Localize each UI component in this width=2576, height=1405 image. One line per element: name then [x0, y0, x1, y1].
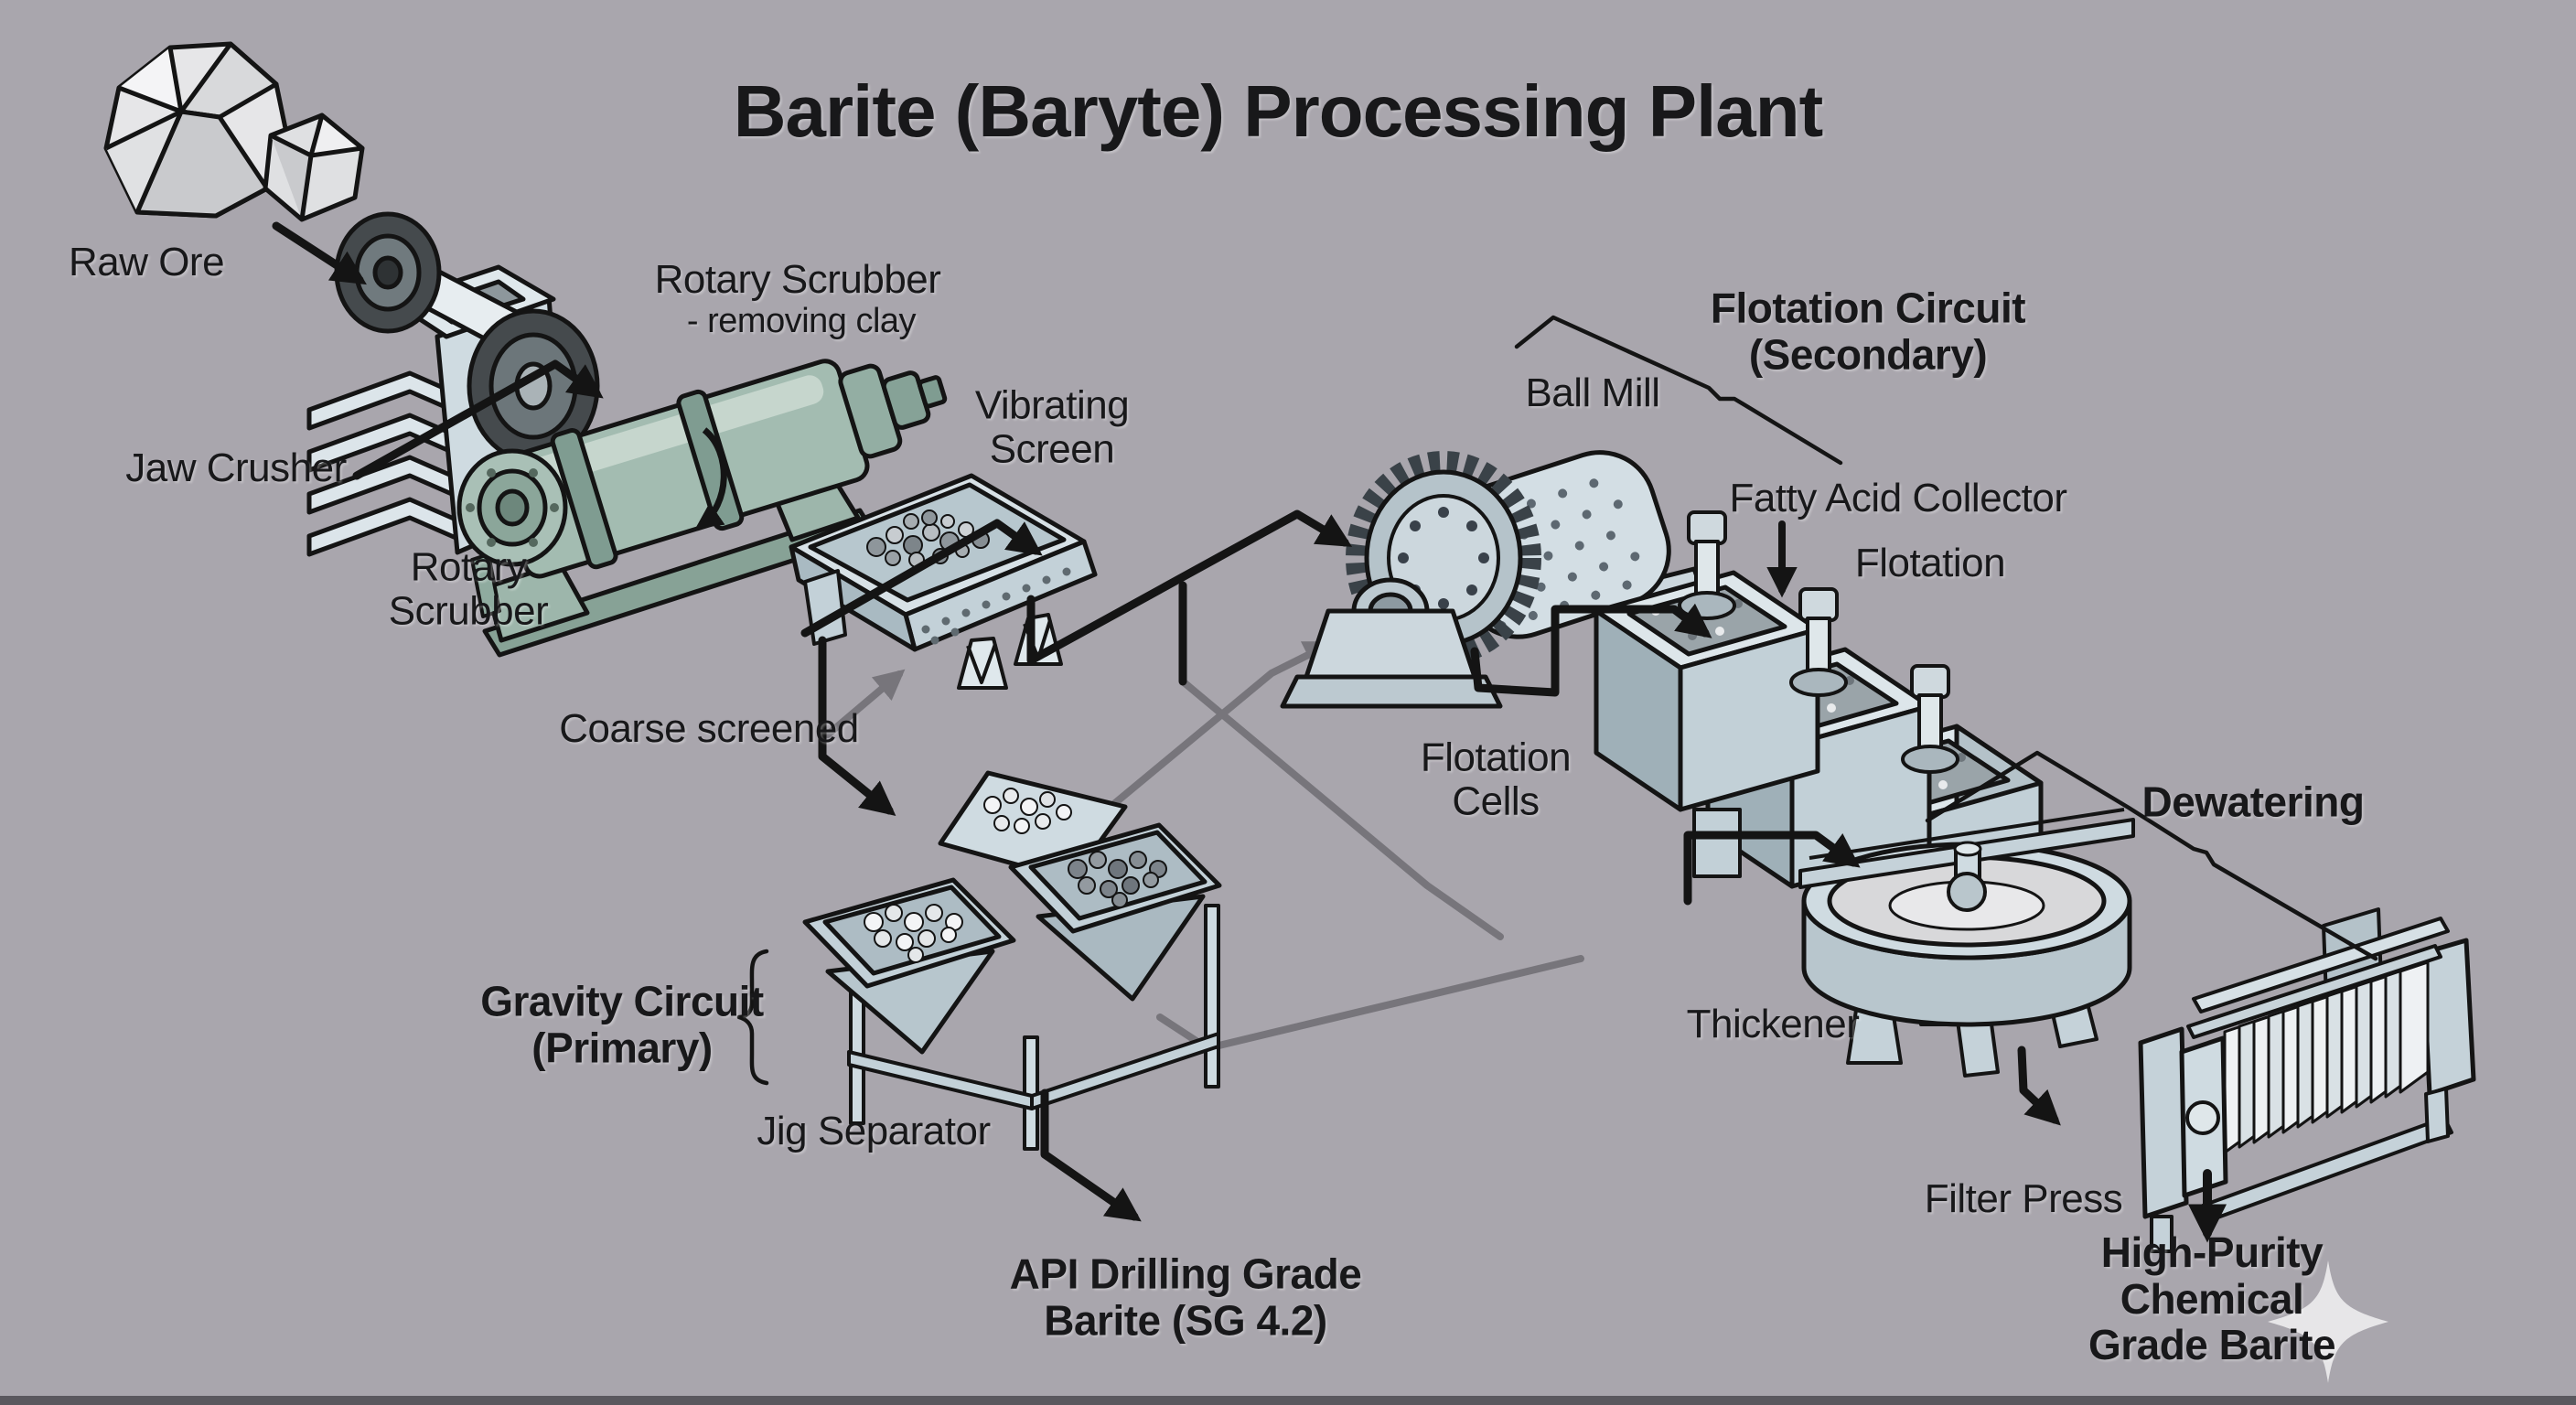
rotary-scrubber-illustration [456, 359, 948, 658]
label-gravity-circuit: Gravity Circuit (Primary) [480, 977, 764, 1071]
label-flotation-cells: Flotation Cells [1420, 735, 1572, 824]
arrow-thickener-to-press [2017, 1046, 2061, 1126]
dewatering-leader [1925, 750, 2378, 961]
label-high-purity: High-Purity Chemical Grade Barite [2088, 1228, 2336, 1369]
arrow-scrubber-to-screen [800, 519, 1043, 638]
gray-line-screen-underflow [1179, 678, 1504, 940]
label-rotary-scrubber-heading: Rotary Scrubber [654, 256, 941, 302]
sparkle-watermark [2268, 1260, 2388, 1383]
gray-arrow-fines [824, 669, 906, 738]
jig-separator-illustration [802, 770, 1222, 1151]
label-coarse-screened: Coarse screened [559, 705, 859, 751]
arrow-raw-ore-to-crusher [272, 221, 367, 285]
arrow-screen-to-ball-mill [1026, 509, 1353, 665]
arrow-crusher-to-scrubber [352, 359, 604, 480]
label-jaw-crusher: Jaw Crusher [125, 445, 347, 490]
label-thickener: Thickener [1686, 1001, 1860, 1046]
label-rotary-scrubber-note: - removing clay [686, 302, 917, 341]
thickener-illustration [1798, 808, 2135, 1078]
arrow-mill-to-cells [1470, 603, 1712, 697]
label-filter-press: Filter Press [1924, 1175, 2123, 1221]
arrow-coarse-to-jig [818, 636, 896, 816]
gray-line-flotation-tailings [1156, 955, 1584, 1052]
label-flotation: Flotation [1854, 540, 2006, 585]
page-title: Barite (Baryte) Processing Plant [733, 70, 1824, 152]
filter-press-illustration [2138, 907, 2476, 1253]
label-dewatering: Dewatering [2141, 778, 2365, 826]
label-vibrating-screen: Vibrating Screen [974, 382, 1130, 472]
ball-mill-illustration [1280, 450, 1741, 709]
label-ball-mill: Ball Mill [1525, 370, 1660, 415]
label-raw-ore: Raw Ore [68, 239, 225, 284]
flotation-circuit-leader [1514, 315, 1843, 466]
bottom-edge-strip [0, 1396, 2576, 1405]
label-rotary-scrubber: Rotary Scrubber [388, 544, 549, 634]
arrow-jig-to-api [1040, 1089, 1142, 1222]
raw-ore-illustration [103, 41, 365, 222]
vibrating-screen-illustration [789, 473, 1098, 690]
label-flotation-circuit: Flotation Circuit (Secondary) [1710, 284, 2026, 378]
label-fatty-acid-collector: Fatty Acid Collector [1729, 475, 2067, 520]
flow-arrows [272, 221, 2227, 1243]
arrow-cells-to-thickener [1683, 831, 1861, 906]
gravity-circuit-brace [736, 949, 769, 1086]
label-jig-separator: Jig Separator [757, 1108, 991, 1153]
label-api-grade: API Drilling Grade Barite (SG 4.2) [1009, 1249, 1362, 1344]
brackets [736, 315, 2378, 1086]
